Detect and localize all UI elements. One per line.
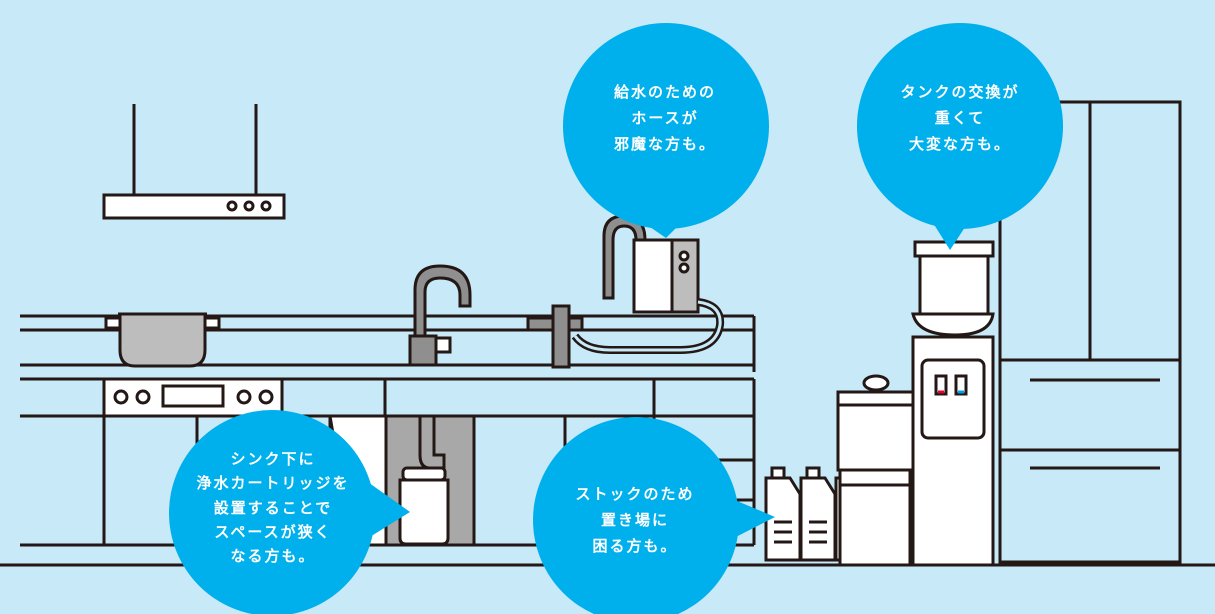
bubble-tank-line: 大変な方も。 xyxy=(908,134,1011,153)
pot-icon xyxy=(104,312,221,368)
bubble-sink xyxy=(169,410,410,614)
filter-cartridge-icon xyxy=(398,466,450,546)
bubble-stock xyxy=(533,417,775,614)
bubble-hose xyxy=(563,23,769,238)
bubble-tank-line: 重くて xyxy=(934,108,986,127)
bubble-tank xyxy=(857,23,1063,250)
bubble-stock-line: 置き場に xyxy=(600,510,669,529)
faucet-icon xyxy=(408,264,472,367)
bubble-tank-line: タンクの交換が xyxy=(900,83,1020,101)
tank-stand-icon xyxy=(836,374,916,567)
bubble-sink-text: シンク下に 浄水カートリッジを 設置することで スペースが狭く なる方も。 xyxy=(168,447,378,568)
bubble-stock-line: ストックのため xyxy=(575,485,695,503)
range-hood xyxy=(102,104,286,220)
bubble-sink-line: スペースが狭く xyxy=(214,522,332,541)
bubble-tank-text: タンクの交換が 重くて 大変な方も。 xyxy=(855,80,1065,157)
stove-knobs-icon xyxy=(113,389,274,405)
bubble-sink-line: なる方も。 xyxy=(230,547,316,566)
speech-bubbles xyxy=(169,23,1063,614)
bubble-hose-line: 邪魔な方も。 xyxy=(613,134,716,153)
bubble-hose-text: 給水のための ホースが 邪魔な方も。 xyxy=(560,80,770,157)
bubble-hose-line: ホースが xyxy=(631,108,699,127)
bubble-hose-line: 給水のための xyxy=(613,83,716,101)
bubble-stock-line: 困る方も。 xyxy=(592,536,678,555)
water-server-icon xyxy=(526,214,725,369)
range-hood-knobs-icon xyxy=(226,200,272,212)
water-dispenser-icon xyxy=(911,240,995,567)
stove-panel xyxy=(102,377,284,418)
bubble-sink-line: シンク下に xyxy=(230,450,316,468)
bubble-stock-text: ストックのため 置き場に 困る方も。 xyxy=(530,482,740,559)
bubble-sink-line: 設置することで xyxy=(213,498,333,517)
refrigerator-icon xyxy=(998,100,1182,564)
bubble-sink-line: 浄水カートリッジを xyxy=(196,474,350,493)
